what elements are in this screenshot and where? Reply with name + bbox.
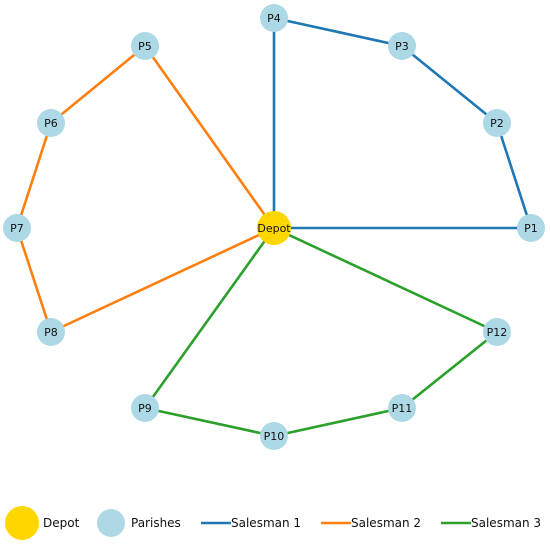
node-label: P11 (392, 402, 413, 415)
node-p6: P6 (37, 109, 65, 137)
legend-label: Salesman 2 (351, 516, 421, 530)
legend-label: Depot (43, 516, 80, 530)
salesman-1-edge-p2-p3 (400, 44, 499, 125)
node-label: P3 (395, 40, 409, 53)
parish-marker (388, 394, 416, 422)
node-label: P7 (10, 222, 24, 235)
legend-label: Parishes (131, 516, 181, 530)
legend-label: Salesman 1 (231, 516, 301, 530)
legend-entry-salesman-3: Salesman 3 (441, 516, 541, 530)
node-label: P4 (267, 12, 281, 25)
legend: Depot Parishes Salesman 1 Salesman 2 Salesma… (5, 506, 541, 540)
parish-marker (260, 4, 288, 32)
node-depot: Depot (257, 211, 291, 245)
node-label: P5 (138, 40, 152, 53)
parish-marker (517, 214, 545, 242)
depot-marker (257, 211, 291, 245)
legend-label: Salesman 3 (471, 516, 541, 530)
legend-marker (97, 509, 125, 537)
node-p5: P5 (131, 32, 159, 60)
salesman-3-edge-depot-p9 (143, 226, 276, 410)
parish-marker (131, 32, 159, 60)
salesman-2-edge-p5-p6 (49, 44, 147, 125)
node-label: P6 (44, 117, 58, 130)
parish-marker (37, 109, 65, 137)
node-p12: P12 (483, 318, 511, 346)
node-label: P1 (524, 222, 538, 235)
legend-marker (5, 506, 39, 540)
node-p2: P2 (483, 109, 511, 137)
node-p7: P7 (3, 214, 31, 242)
node-p8: P8 (37, 318, 65, 346)
node-p11: P11 (388, 394, 416, 422)
legend-entry-salesman-2: Salesman 2 (321, 516, 421, 530)
node-label: P9 (138, 402, 152, 415)
node-p1: P1 (517, 214, 545, 242)
parish-marker (131, 394, 159, 422)
node-label: P2 (490, 117, 504, 130)
node-label: P12 (487, 326, 508, 339)
parish-marker (3, 214, 31, 242)
parish-marker (260, 422, 288, 450)
legend-entry-salesman-1: Salesman 1 (201, 516, 301, 530)
salesman-1-edge-p3-p4 (272, 16, 404, 48)
salesman-3-edge-p10-p11 (272, 406, 404, 438)
salesman-2-edge-p8-depot (49, 226, 276, 334)
node-label: P8 (44, 326, 58, 339)
salesman-2-edge-depot-p5 (143, 44, 276, 230)
salesman-3-edge-p9-p10 (143, 406, 276, 438)
salesman-2-edge-p7-p8 (15, 226, 53, 334)
salesman-3-edge-p12-depot (272, 226, 499, 334)
node-p10: P10 (260, 422, 288, 450)
salesman-3-edge-p11-p12 (400, 330, 499, 410)
legend-entry-depot: Depot (5, 506, 80, 540)
parish-marker (483, 318, 511, 346)
parish-marker (388, 32, 416, 60)
parish-marker (37, 318, 65, 346)
route-edges (15, 16, 533, 438)
node-label: Depot (257, 222, 291, 235)
salesman-2-edge-p6-p7 (15, 121, 53, 230)
node-p4: P4 (260, 4, 288, 32)
node-p3: P3 (388, 32, 416, 60)
node-p9: P9 (131, 394, 159, 422)
legend-entry-parishes: Parishes (97, 509, 181, 537)
salesman-1-edge-p1-p2 (495, 121, 533, 230)
parish-marker (483, 109, 511, 137)
node-label: P10 (264, 430, 285, 443)
